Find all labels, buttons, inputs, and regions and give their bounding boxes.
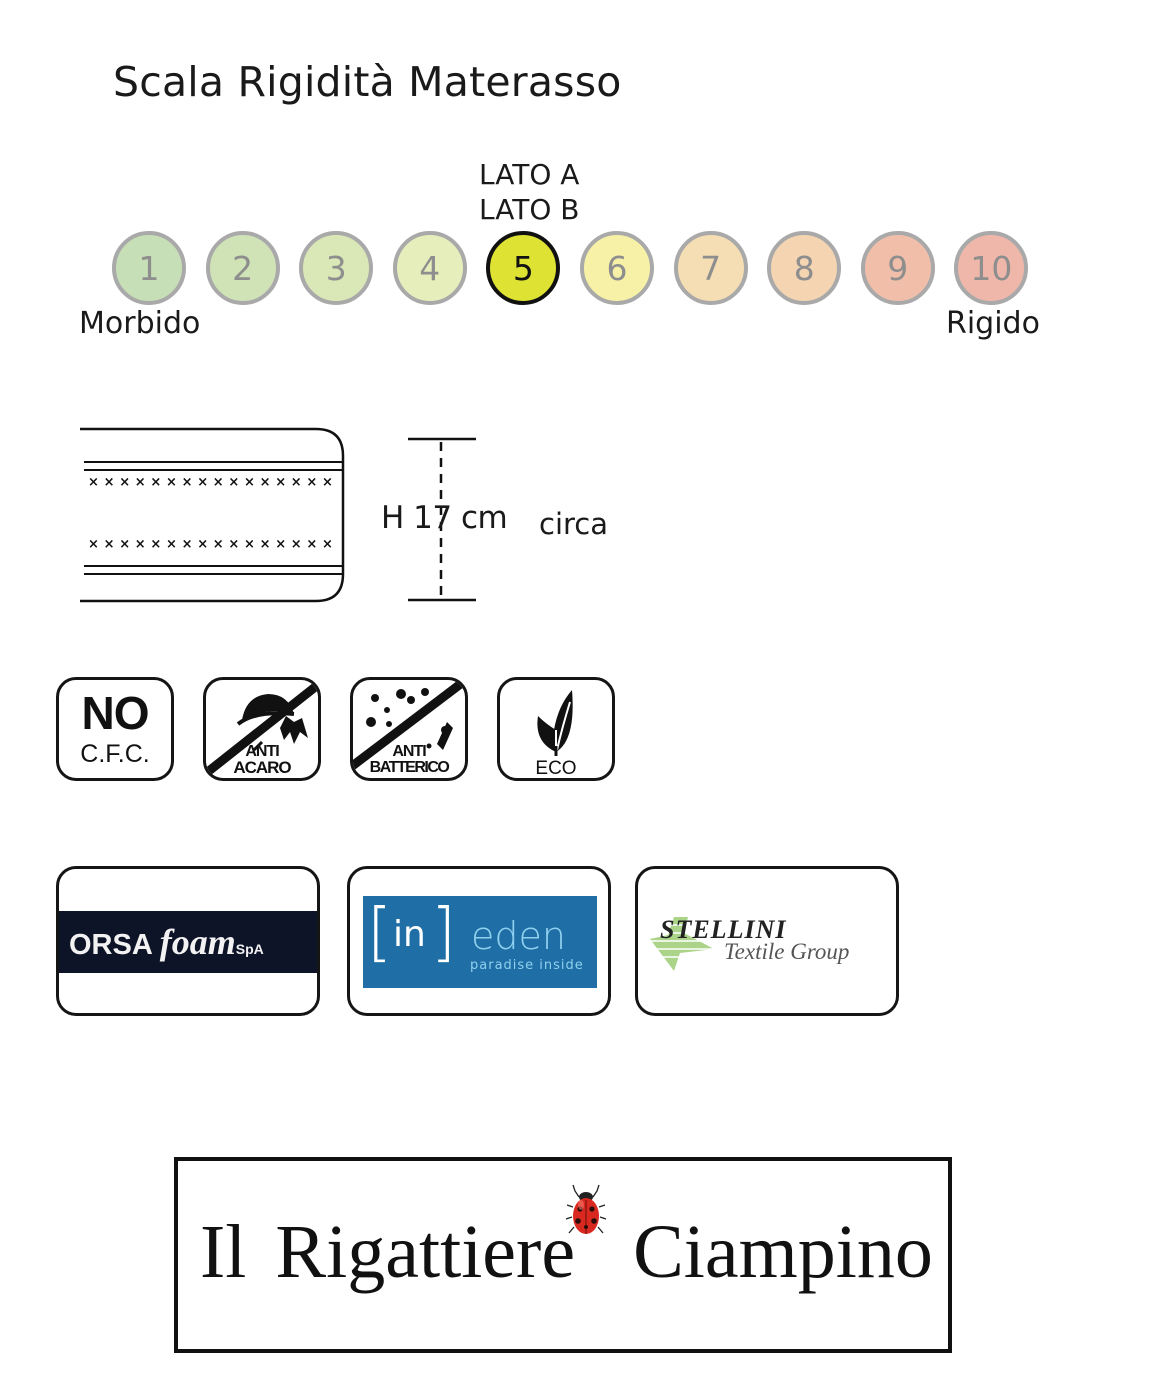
stitch-mark: ×: [228, 475, 239, 490]
stitch-mark: ×: [213, 475, 224, 490]
feature-badges: NO C.F.C. ANTI ACARO ANTI BATTERIC: [56, 677, 626, 787]
shop-signature: Il Rigattiere Ciampino: [174, 1157, 952, 1353]
stitch-mark: ×: [260, 475, 271, 490]
stellini-name: STELLINI: [660, 915, 787, 944]
partner-logos: ORSA foamSpA [ in ] eden paradise inside…: [56, 866, 906, 1018]
firm-label: Rigido: [946, 306, 1040, 341]
stitch-mark: ×: [166, 475, 177, 490]
stitch-mark: ×: [88, 475, 99, 490]
badge-anti-batterico: ANTI BATTERICO: [350, 677, 468, 781]
logo-stellini: STELLINI Textile Group: [635, 866, 899, 1016]
badge-no-cfc-line1: NO: [81, 687, 150, 739]
stitch-mark: ×: [88, 537, 99, 552]
height-note: circa: [539, 507, 609, 541]
firmness-level-3: 3: [299, 231, 374, 305]
orsa-band: [59, 911, 317, 973]
stitch-mark: ×: [166, 537, 177, 552]
stellini-subtitle: Textile Group: [724, 939, 850, 964]
logo-orsa-foam: ORSA foamSpA: [56, 866, 320, 1016]
stitch-mark: ×: [150, 475, 161, 490]
stitch-mark: ×: [275, 475, 286, 490]
side-b-label: LATO B: [479, 193, 580, 226]
eco-leaf-icon: [537, 690, 573, 756]
stitch-mark: ×: [197, 537, 208, 552]
stitch-mark: ×: [197, 475, 208, 490]
stitch-mark: ×: [322, 537, 333, 552]
stitch-mark: ×: [213, 537, 224, 552]
spa-word: SpA: [235, 941, 264, 957]
stitch-mark: ×: [306, 537, 317, 552]
firmness-level-9: 9: [860, 231, 935, 305]
stitch-mark: ×: [135, 475, 146, 490]
badge-no-cfc: NO C.F.C.: [56, 677, 174, 781]
stitch-mark: ×: [260, 537, 271, 552]
stitch-mark: ×: [306, 475, 317, 490]
stitch-mark: ×: [322, 475, 333, 490]
stitch-mark: ×: [119, 537, 130, 552]
side-a-label: LATO A: [479, 158, 580, 191]
firmness-level-4: 4: [392, 231, 467, 305]
height-dimension-icon: [408, 437, 476, 602]
firmness-level-6: 6: [580, 231, 654, 305]
stitch-mark: ×: [119, 475, 130, 490]
orsa-foam-wordmark: ORSA foamSpA: [69, 921, 264, 963]
eden-tagline: paradise inside: [470, 958, 584, 973]
mattress-section-icon: × × × × × × × × × × × × × × × × × × × × × × × × × × × × × × × ×: [80, 427, 345, 603]
ineden-band: [ in ] eden paradise inside: [363, 896, 597, 988]
stitch-mark: ×: [244, 475, 255, 490]
stitch-mark: ×: [182, 537, 193, 552]
firmness-level-1: 1: [112, 231, 186, 305]
logo-ineden: [ in ] eden paradise inside: [347, 866, 611, 1016]
badge-anti-acaro-line2: ACARO: [233, 758, 291, 777]
stitch-mark: ×: [135, 537, 146, 552]
bracket-left: [: [367, 896, 392, 970]
badge-anti-batterico-line2: BATTERICO: [369, 759, 450, 776]
stitch-mark: ×: [275, 537, 286, 552]
badge-no-cfc-line2: C.F.C.: [80, 740, 150, 768]
shop-name: Il Rigattiere Ciampino: [200, 1210, 933, 1294]
page-title: Scala Rigidità Materasso: [113, 58, 622, 106]
ladybug-icon: [565, 1184, 607, 1234]
firmness-level-8: 8: [767, 231, 842, 305]
in-word: in: [393, 914, 426, 955]
badge-anti-batterico-line1: ANTI: [392, 743, 426, 760]
stitch-mark: ×: [104, 475, 115, 490]
anti-mite-icon: [206, 680, 318, 778]
orsa-word: ORSA: [69, 929, 160, 961]
badge-eco: ECO: [497, 677, 615, 781]
stitch-rows: × × × × × × × × × × × × × × × × × × × × × × × × × × × × × × × ×: [88, 475, 333, 552]
firmness-level-10: 10: [954, 231, 1029, 305]
mattress-sides-label: LATO A LATO B: [479, 157, 579, 227]
soft-label: Morbido: [79, 306, 201, 341]
stitch-mark: ×: [291, 537, 302, 552]
stitch-mark: ×: [104, 537, 115, 552]
foam-word: foam: [159, 922, 236, 962]
firmness-level-2: 2: [205, 231, 280, 305]
badge-eco-label: ECO: [535, 758, 577, 779]
bracket-right: ]: [431, 896, 456, 970]
stitch-mark: ×: [182, 475, 193, 490]
stitch-mark: ×: [244, 537, 255, 552]
height-value: H 17 cm: [381, 500, 508, 536]
eden-word: eden: [471, 914, 566, 958]
stitch-mark: ×: [150, 537, 161, 552]
badge-anti-acaro-line1: ANTI: [245, 743, 279, 760]
firmness-level-5: 5: [486, 231, 561, 305]
anti-bacterial-icon: [353, 680, 465, 772]
badge-anti-acaro: ANTI ACARO: [203, 677, 321, 781]
firmness-level-7: 7: [673, 231, 748, 305]
stitch-mark: ×: [228, 537, 239, 552]
stitch-mark: ×: [291, 475, 302, 490]
stellini-mark-icon: [644, 917, 724, 971]
